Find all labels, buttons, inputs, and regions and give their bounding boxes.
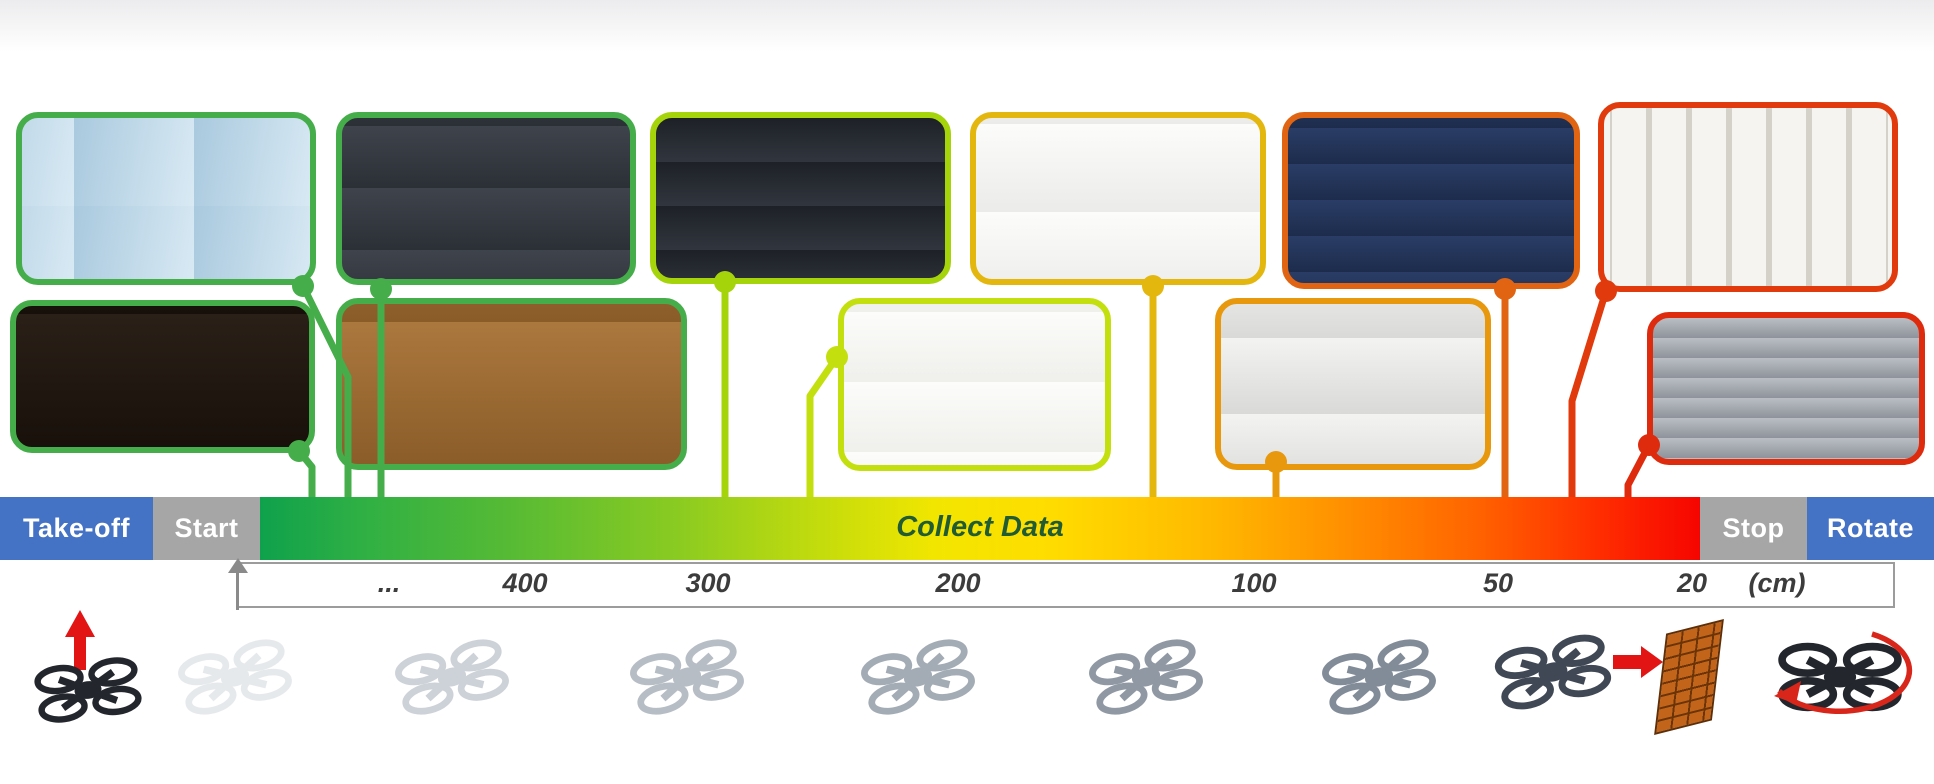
photo-top-1 (16, 112, 316, 285)
connector-top-3 (714, 271, 736, 499)
scale-tick-50: 50 (1482, 568, 1514, 598)
drone-icon-ghost-1 (179, 639, 291, 716)
segment-takeoff: Take-off (0, 497, 153, 560)
drone-icon-near-wall (1496, 634, 1610, 710)
connector-top-6 (1568, 280, 1617, 499)
photo-top-6 (1598, 102, 1898, 292)
drone-icon-rotate (1782, 647, 1898, 708)
rotate-label: Rotate (1826, 513, 1914, 543)
takeoff-up-arrow-icon (65, 610, 95, 670)
drone-icon-ghost-2 (396, 639, 508, 716)
photo-top-2 (336, 112, 636, 285)
connector-top-4 (1142, 275, 1164, 499)
stop-label: Stop (1722, 513, 1785, 543)
segment-stop: Stop (1700, 497, 1807, 560)
takeoff-label: Take-off (22, 513, 130, 543)
photo-bottom-1 (10, 300, 315, 453)
collect-data-label: Collect Data (896, 510, 1064, 543)
scale-tick-100: 100 (1231, 568, 1277, 598)
segment-start: Start (153, 497, 260, 560)
segment-rotate: Rotate (1807, 497, 1934, 560)
brick-wall-icon (1654, 619, 1724, 735)
scale-start-arrow-line (236, 572, 239, 610)
timeline-bar: Take-off Start Collect Data Stop Rotate (0, 497, 1934, 560)
drone-icon-ghost-4 (862, 639, 974, 716)
photo-top-3 (650, 112, 951, 284)
drone-icon-ghost-5 (1090, 639, 1202, 716)
scale-unit-label: (cm) (1748, 568, 1806, 598)
scale-tick-200: 200 (935, 568, 981, 598)
scale-start-arrow-head-icon (228, 558, 248, 573)
distance-scale-box (237, 562, 1895, 608)
collision-right-arrow-icon (1613, 646, 1663, 678)
photo-top-5 (1282, 112, 1580, 289)
photo-bottom-2 (336, 298, 687, 470)
scale-tick-ellipsis: ... (377, 568, 401, 598)
scale-tick-300: 300 (685, 568, 731, 598)
drone-icon-takeoff (36, 658, 140, 722)
rotate-arrow-icon (1774, 631, 1913, 715)
drone-icon-ghost-6 (1323, 639, 1435, 716)
photo-top-4 (970, 112, 1266, 285)
segment-collect-data-gradient (260, 497, 1700, 560)
connector-top-5 (1494, 278, 1516, 499)
start-label: Start (174, 513, 239, 543)
scale-tick-20: 20 (1676, 568, 1708, 598)
drone-icon-ghost-3 (631, 639, 743, 716)
scale-tick-400: 400 (502, 568, 548, 598)
photo-bottom-4 (1215, 298, 1491, 470)
photo-bottom-3 (838, 298, 1111, 471)
photo-bottom-5 (1647, 312, 1925, 465)
